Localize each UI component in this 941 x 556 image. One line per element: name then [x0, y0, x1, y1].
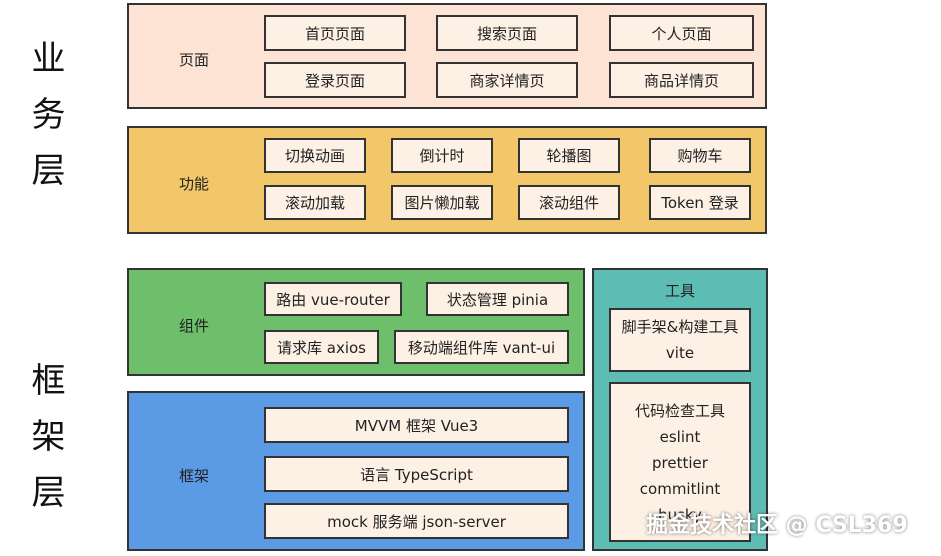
pages-panel-title: 页面 — [179, 51, 210, 69]
framework-json-server: mock 服务端 json-server — [264, 503, 569, 539]
feature-cart: 购物车 — [649, 138, 751, 173]
feature-scroll-load: 滚动加载 — [264, 185, 366, 220]
tools-scaffold-heading: 脚手架&构建工具 — [621, 318, 739, 336]
watermark: 掘金技术社区 @ CSL369 — [646, 513, 908, 538]
tools-panel-title: 工具 — [664, 282, 695, 300]
page-merchant-detail: 商家详情页 — [436, 62, 578, 98]
tools-panel: 工具 脚手架&构建工具 vite 代码检查工具 eslint prettier … — [592, 268, 768, 551]
feature-token-login: Token 登录 — [649, 185, 751, 220]
feature-scroll-component: 滚动组件 — [518, 185, 620, 220]
framework-vue3: MVVM 框架 Vue3 — [264, 407, 569, 443]
tools-husky: husky — [658, 506, 702, 524]
framework-panel: 框架 MVVM 框架 Vue3 语言 TypeScript mock 服务端 j… — [127, 391, 585, 551]
components-panel: 组件 路由 vue-router 状态管理 pinia 请求库 axios 移动… — [127, 268, 585, 376]
page-profile: 个人页面 — [609, 15, 754, 51]
tools-eslint: eslint — [659, 428, 701, 446]
component-pinia: 状态管理 pinia — [426, 282, 569, 316]
framework-typescript: 语言 TypeScript — [264, 456, 569, 492]
framework-panel-title: 框架 — [179, 467, 210, 485]
feature-carousel: 轮播图 — [518, 138, 620, 173]
page-search: 搜索页面 — [436, 15, 578, 51]
tools-commitlint: commitlint — [639, 480, 721, 498]
page-home: 首页页面 — [264, 15, 406, 51]
features-panel-title: 功能 — [179, 175, 210, 193]
tools-scaffold-box: 脚手架&构建工具 vite — [609, 308, 751, 372]
feature-transition: 切换动画 — [264, 138, 366, 173]
component-axios: 请求库 axios — [264, 330, 379, 364]
component-vue-router: 路由 vue-router — [264, 282, 402, 316]
tools-vite: vite — [665, 344, 695, 362]
business-layer-label: 业务层 — [25, 40, 65, 208]
page-login: 登录页面 — [264, 62, 406, 98]
tools-prettier: prettier — [652, 454, 708, 472]
components-panel-title: 组件 — [179, 317, 210, 335]
feature-countdown: 倒计时 — [391, 138, 493, 173]
features-panel: 功能 切换动画 倒计时 轮播图 购物车 滚动加载 图片懒加载 滚动组件 Toke… — [127, 126, 767, 234]
feature-lazy-image: 图片懒加载 — [391, 185, 493, 220]
component-vant-ui: 移动端组件库 vant-ui — [394, 330, 569, 364]
page-product-detail: 商品详情页 — [609, 62, 754, 98]
tools-lint-box: 代码检查工具 eslint prettier commitlint husky — [609, 382, 751, 542]
tools-lint-heading: 代码检查工具 — [634, 402, 725, 420]
framework-layer-label: 框架层 — [25, 362, 65, 530]
pages-panel: 页面 首页页面 搜索页面 个人页面 登录页面 商家详情页 商品详情页 — [127, 3, 767, 109]
